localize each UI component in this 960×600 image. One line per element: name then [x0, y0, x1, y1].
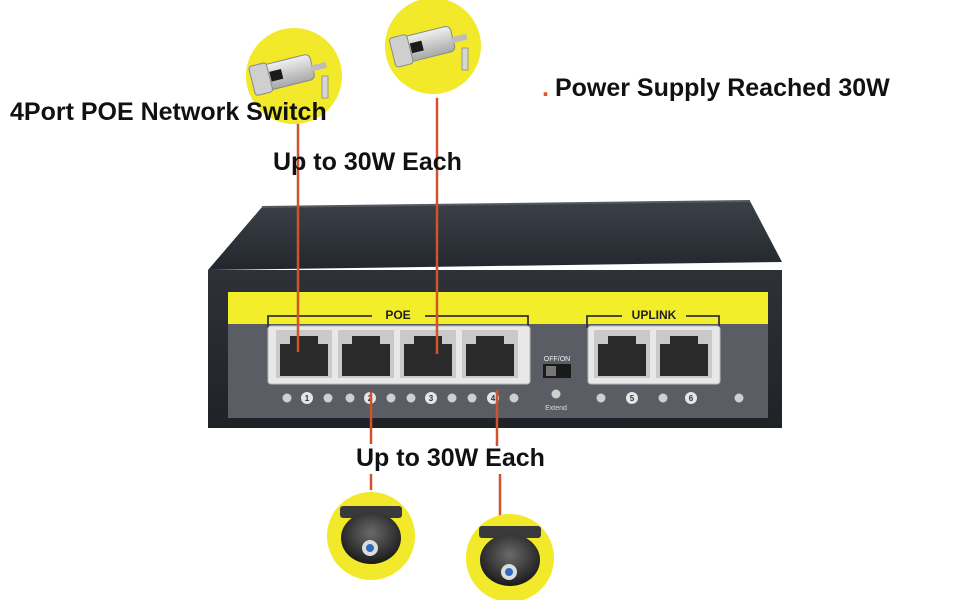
yellow-label-band: [228, 292, 768, 324]
rj45-port-1: [276, 330, 332, 378]
port-number-3: 3: [429, 394, 434, 403]
port-number-1: 1: [305, 394, 310, 403]
rj45-port-6: [656, 330, 712, 378]
port-number-6: 6: [689, 394, 694, 403]
off-on-label: OFF/ON: [544, 356, 570, 363]
power-note-text: Power Supply Reached 30W: [554, 74, 890, 102]
extend-label: Extend: [545, 405, 567, 412]
uplink-group-label: UPLINK: [632, 308, 677, 322]
top-power-caption: Up to 30W Each: [273, 148, 462, 176]
rj45-port-4: [462, 330, 518, 378]
dome-camera-icon: [327, 492, 415, 580]
headline: 4Port POE Network Switch: [10, 98, 327, 126]
switch-top-face: [208, 201, 782, 270]
poe-group-label: POE: [385, 308, 410, 322]
rj45-port-2: [338, 330, 394, 378]
dome-camera-icon: [466, 514, 554, 600]
bottom-power-caption: Up to 30W Each: [356, 444, 545, 472]
bullet-camera-icon: [385, 0, 481, 94]
network-switch: POE UPLINK OFF/ON Extend 1 2 3 4 5 6: [208, 200, 782, 428]
rj45-port-3: [400, 330, 456, 378]
port-number-5: 5: [630, 394, 635, 403]
rj45-port-5: [594, 330, 650, 378]
port-number-4: 4: [491, 394, 496, 403]
cable-lines: [296, 98, 502, 516]
power-note-bullet: .: [542, 74, 549, 102]
bullet-camera-icon: [246, 28, 342, 124]
power-note: .Power Supply Reached 30W: [542, 74, 890, 103]
